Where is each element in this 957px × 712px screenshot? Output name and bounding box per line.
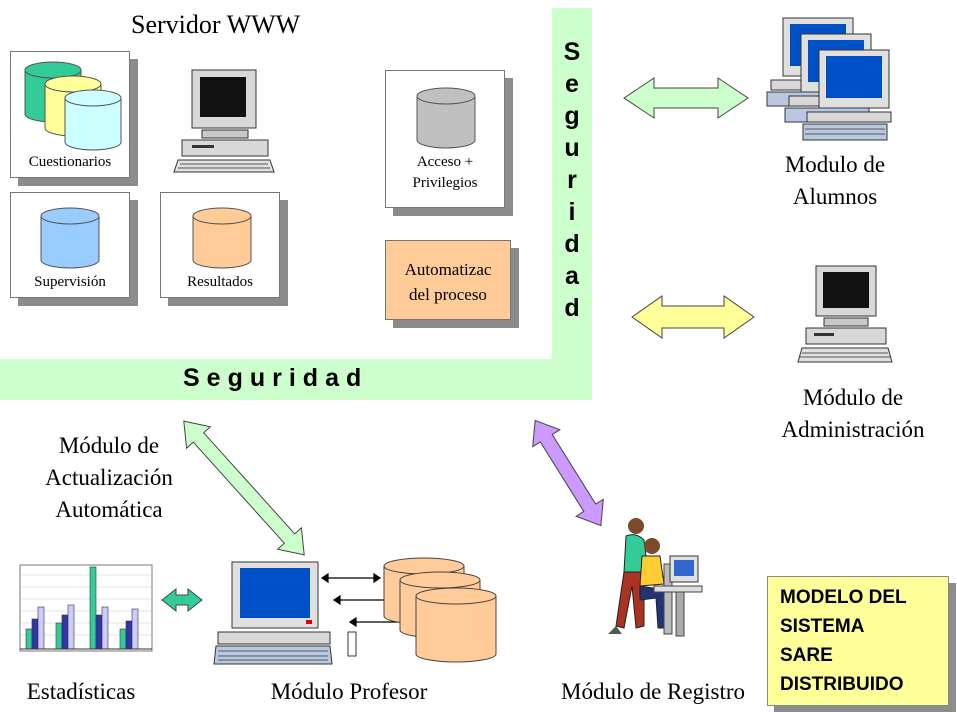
profesor-computer-icon [213,557,497,665]
modulo-actualizacion-line1: Módulo de [58,433,160,458]
database-icon [416,87,476,149]
security-letter: d [564,294,580,322]
student-computers-icon [766,17,892,141]
modulo-admin-line2: Administración [781,417,925,442]
security-letter: i [568,198,576,226]
modelo-line: MODELO DEL [780,587,907,608]
arrow-actualizacion [183,420,305,556]
automatizacion-label-line1: Automatizac [404,260,492,279]
modelo-sistema-box: MODELO DEL SISTEMA SARE DISTRIBUIDO [767,576,949,706]
automatizacion-box: Automatizac del proceso [385,240,511,320]
arrow-alumnos [623,77,749,119]
modulo-alumnos-label: Modulo de Alumnos [760,149,910,213]
acceso-label-line1: Acceso + [416,154,474,170]
security-letter: S [563,38,581,66]
modulo-actualizacion-label: Módulo de Actualización Automática [24,430,194,526]
cuestionarios-box: Cuestionarios [10,51,130,178]
server-title: Servidor WWW [131,10,301,39]
server-computer-icon [173,69,275,173]
database-icon [40,207,100,269]
registro-people-icon [608,518,703,637]
arrow-admin [631,295,755,339]
modulo-alumnos-line1: Modulo de [784,152,886,177]
automatizacion-label-line2: del proceso [409,285,487,304]
modelo-line: SARE [780,645,833,666]
resultados-label: Resultados [187,274,253,290]
estadisticas-label: Estadísticas [26,679,136,704]
supervision-label: Supervisión [34,274,106,290]
acceso-box: Acceso + Privilegios [385,70,505,208]
modulo-profesor-label: Módulo Profesor [270,679,428,704]
modulo-actualizacion-line2: Actualización [45,465,173,490]
modelo-line: DISTRIBUIDO [780,674,904,695]
statistics-chart-icon [19,564,153,652]
security-letter: e [565,70,579,98]
security-letter: r [567,166,577,194]
modulo-admin-line1: Módulo de [802,385,904,410]
cuestionarios-label: Cuestionarios [28,154,112,170]
modelo-line: SISTEMA [780,616,865,637]
modulo-registro-label: Módulo de Registro [561,679,745,704]
acceso-label-line2: Privilegios [412,175,478,191]
security-band-vertical [552,8,592,400]
security-letter: u [564,134,580,162]
database-stack-icon [24,61,122,151]
supervision-box: Supervisión [10,192,130,298]
admin-computer-icon [797,265,893,363]
security-label-horizontal: Seguridad [183,364,369,392]
security-band-horizontal [0,359,592,400]
arrow-registro [532,419,604,527]
resultados-box: Resultados [160,192,280,298]
arrow-estadisticas [161,587,203,613]
security-letter: g [564,102,580,130]
modulo-admin-label: Módulo de Administración [760,382,946,446]
modulo-alumnos-line2: Alumnos [792,184,878,209]
security-label-vertical: S e g u r i d a d [552,36,592,324]
security-letter: d [564,230,580,258]
database-icon [192,207,252,269]
security-letter: a [565,262,579,290]
modulo-actualizacion-line3: Automática [55,497,163,522]
